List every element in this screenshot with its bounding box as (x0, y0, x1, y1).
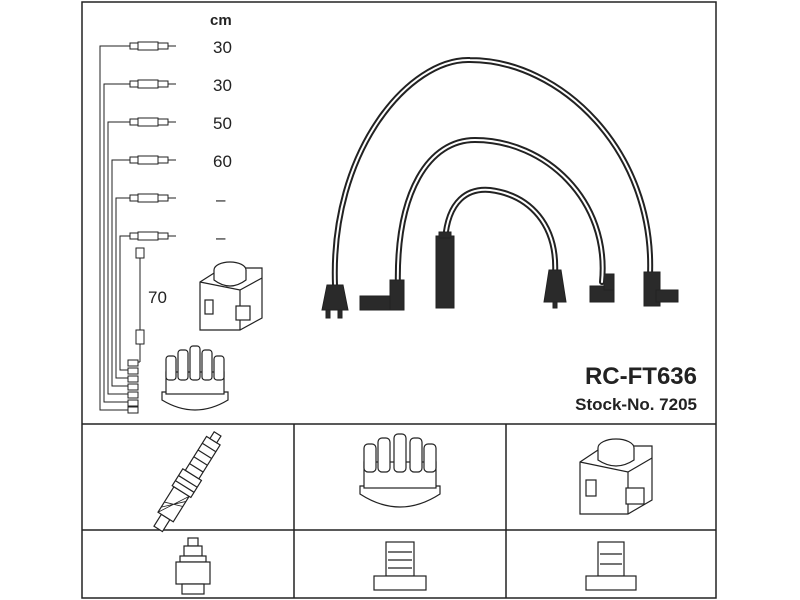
lead-connectors (129, 41, 177, 241)
frame (81, 1, 717, 599)
cap-terminal-icon (373, 541, 427, 591)
stock-number: Stock-No. 7205 (575, 395, 697, 414)
ignition-coil-icon (579, 438, 653, 515)
ignition-cable-set (331, 56, 654, 293)
plug-terminal-icon (175, 537, 211, 595)
unit-label: cm (210, 12, 232, 29)
cable-terminals (321, 231, 679, 319)
lead-length-6: – (216, 228, 226, 247)
ignition-coil-small-icon (199, 261, 263, 331)
lead-length-3: 50 (213, 114, 232, 133)
coil-terminal-icon (585, 541, 637, 591)
coil-lead-length: 70 (148, 288, 167, 307)
distributor-cap-icon (359, 433, 441, 508)
lead-length-4: 60 (213, 152, 232, 171)
lead-length-5: – (216, 190, 226, 209)
distributor-cap-small-icon (161, 345, 229, 411)
spark-plug-icon (153, 430, 222, 533)
lead-length-1: 30 (213, 38, 232, 57)
lead-legend (99, 45, 145, 414)
lead-length-2: 30 (213, 76, 232, 95)
model-number: RC-FT636 (585, 363, 697, 390)
